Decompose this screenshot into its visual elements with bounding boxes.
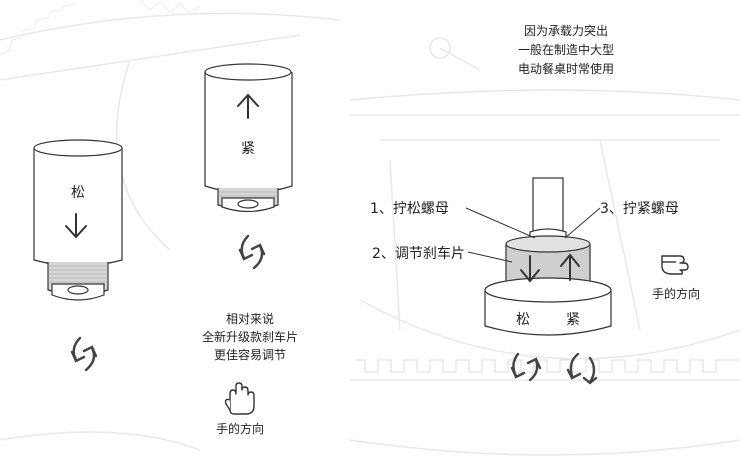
left-caption-line-1: 相对来说 — [225, 312, 275, 326]
base-label-loose: 松 — [516, 312, 530, 328]
label-tighten-nut: 3、拧紧螺母 — [600, 201, 679, 217]
right-hand-direction-label: 手的方向 — [651, 287, 701, 301]
cylinder-tight-label: 紧 — [241, 141, 255, 157]
right-caption-line-2: 一般在制造中大型 — [517, 43, 615, 57]
label-loosen-nut: 1、拧松螺母 — [370, 201, 449, 217]
left-hand-direction-label: 手的方向 — [215, 422, 265, 436]
right-caption-line-3: 电动餐桌时常使用 — [517, 62, 615, 76]
left-caption-line-2: 全新升级款刹车片 — [201, 330, 299, 344]
left-caption-line-3: 更佳容易调节 — [213, 348, 287, 362]
label-adjust-pad: 2、调节刹车片 — [372, 246, 465, 262]
base-label-tight: 紧 — [566, 312, 580, 328]
right-caption-line-1: 因为承载力突出 — [523, 24, 609, 38]
cylinder-loose-label: 松 — [71, 185, 85, 201]
